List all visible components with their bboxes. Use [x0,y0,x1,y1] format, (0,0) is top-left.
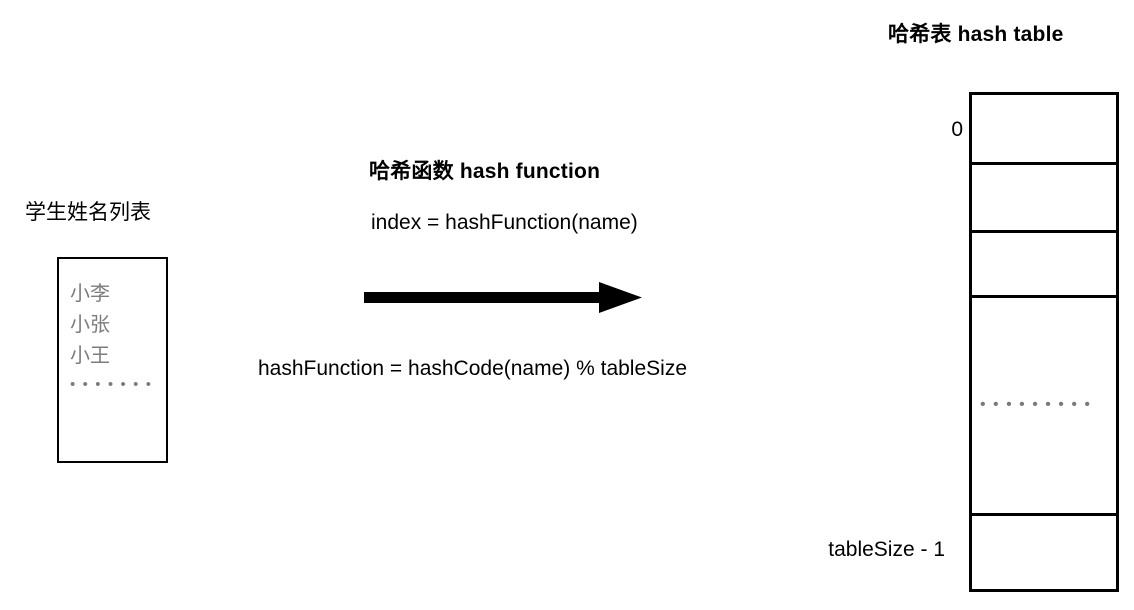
hash-table-cell: • • • • • • • • • [972,298,1116,516]
right-arrow-icon [364,278,642,318]
cell-ellipsis: • • • • • • • • • [980,396,1092,414]
hash-function-title: 哈希函数 hash function [369,160,601,183]
hash-table-title: 哈希表 hash table [888,23,1064,46]
list-ellipsis: • • • • • • • [70,376,153,393]
student-name-list-box: 小李 小张 小王 • • • • • • • [57,257,168,463]
hash-table-index-last: tableSize - 1 [828,538,945,561]
hash-function-index-formula: index = hashFunction(name) [371,211,638,234]
list-item: 小王 [70,345,110,367]
list-item: 小张 [70,314,110,336]
hash-table-bucket-array: • • • • • • • • • [969,92,1119,592]
hash-table-index-first: 0 [951,118,963,141]
hash-table-cell [972,516,1116,589]
hash-table-cell [972,95,1116,166]
hash-function-mod-formula: hashFunction = hashCode(name) % tableSiz… [258,357,688,380]
list-item: 小李 [70,283,110,305]
hash-table-cell [972,165,1116,234]
hash-table-cell [972,233,1116,298]
right-arrow-svg [364,282,642,313]
student-list-label: 学生姓名列表 [25,201,151,224]
